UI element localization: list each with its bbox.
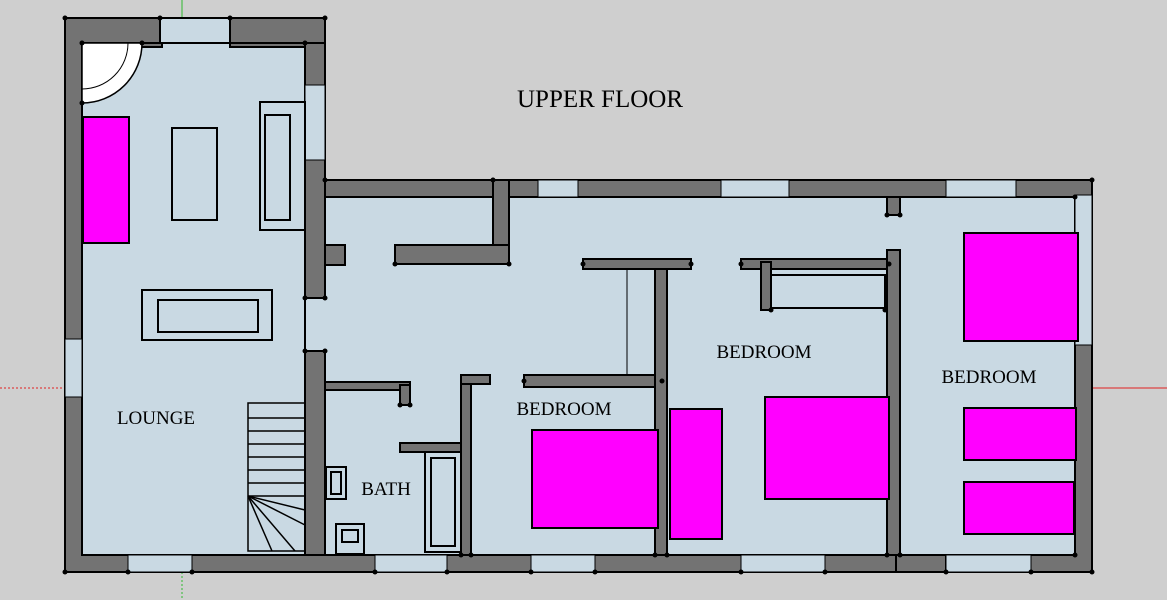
room-label-lounge: LOUNGE — [117, 408, 195, 429]
vertex-dot — [1089, 569, 1095, 575]
room-label-bath: BATH — [361, 479, 411, 500]
vertex-dot — [189, 569, 195, 575]
vertex-dot — [664, 552, 670, 558]
vertex-dot — [886, 261, 892, 267]
vertex-dot — [125, 569, 131, 575]
vertex-dot — [897, 212, 903, 218]
wardrobe-lines — [626, 269, 886, 375]
bedroom-c-bed — [963, 232, 1079, 342]
window-bath-south — [374, 554, 448, 573]
vertex-dot — [444, 569, 450, 575]
vertex-dot — [884, 552, 890, 558]
vertex-dots — [62, 15, 1095, 575]
vertex-dot — [62, 569, 68, 575]
vertex-dot — [580, 261, 586, 267]
toilet — [325, 466, 347, 500]
window-north-3 — [945, 179, 1017, 198]
window-north-2 — [720, 179, 790, 198]
vertex-dot — [884, 212, 890, 218]
vertex-dot — [882, 307, 888, 313]
vertex-dot — [397, 402, 403, 408]
lounge-furniture — [82, 101, 306, 341]
vertex-dot — [738, 261, 744, 267]
lounge-bench-inner — [157, 299, 259, 333]
vertex-dot — [227, 15, 233, 21]
vertex-dot — [659, 378, 665, 384]
vertex-dot — [302, 40, 308, 46]
window-bedroom-b-south — [740, 554, 826, 573]
vertex-dot — [157, 15, 163, 21]
bedroom-a-bed — [531, 429, 659, 529]
vertex-dot — [322, 295, 328, 301]
coffee-table — [171, 127, 218, 221]
lounge-cabinet-inner — [264, 114, 291, 221]
vertex-dot — [822, 569, 828, 575]
vertex-dot — [468, 552, 474, 558]
lounge-bench — [141, 289, 273, 341]
vertex-dot — [506, 261, 512, 267]
lounge-sofa — [82, 116, 130, 244]
vertex-dot — [79, 100, 85, 106]
vertex-dot — [322, 177, 328, 183]
vertex-dot — [768, 307, 774, 313]
vertex-dot — [1028, 569, 1034, 575]
beds — [531, 232, 1079, 540]
vertex-dot — [521, 378, 527, 384]
vertex-dot — [592, 569, 598, 575]
room-labels: UPPER FLOOR LOUNGE BATH BEDROOM BEDROOM … — [117, 86, 1037, 500]
bath-fixtures — [325, 451, 462, 555]
lounge-cabinet — [259, 101, 306, 231]
vertex-dot — [62, 15, 68, 21]
vertex-dot — [322, 15, 328, 21]
vertex-dot — [407, 402, 413, 408]
room-label-bedroom-c: BEDROOM — [941, 367, 1036, 388]
vertex-dot — [490, 177, 496, 183]
vertex-dot — [322, 348, 328, 354]
bathtub — [424, 451, 462, 553]
bedroom-c-bed-3 — [963, 481, 1075, 535]
window-bedroom-c-south — [945, 554, 1032, 573]
vertex-dot — [392, 261, 398, 267]
door-swing — [81, 42, 143, 104]
bedroom-a-top-wall — [523, 374, 663, 388]
vertex-dot — [139, 40, 145, 46]
vertex-dot — [528, 569, 534, 575]
vertex-dot — [1089, 177, 1095, 183]
plan-title: UPPER FLOOR — [517, 86, 683, 113]
vertex-dot — [688, 261, 694, 267]
bath-east-wall — [460, 374, 472, 556]
vertex-dot — [302, 348, 308, 354]
vertex-dot — [652, 552, 658, 558]
vertex-dot — [738, 569, 744, 575]
vertex-dot — [458, 552, 464, 558]
bedroom-c-bed-2 — [963, 407, 1077, 461]
window-lounge-west — [64, 338, 83, 398]
vertex-dot — [79, 40, 85, 46]
staircase — [247, 402, 306, 552]
vertex-dot — [943, 569, 949, 575]
room-label-bedroom-a: BEDROOM — [516, 399, 611, 420]
vertex-dot — [372, 569, 378, 575]
lounge-east-wall-lower — [304, 350, 326, 556]
vertex-dot — [302, 295, 308, 301]
window-bedroom-a-south — [530, 554, 596, 573]
windows — [64, 84, 1093, 573]
window-lounge-east — [304, 84, 326, 161]
bath-top-wall — [324, 381, 411, 391]
vertex-dot — [1072, 552, 1078, 558]
vertex-dot — [897, 552, 903, 558]
window-lounge-south — [127, 554, 193, 573]
vertex-dot — [1072, 194, 1078, 200]
basin — [335, 523, 365, 555]
bedroom-b-bed — [764, 396, 890, 500]
window-north-1 — [537, 179, 579, 198]
bedroom-a-single-bed — [669, 408, 723, 540]
room-label-bedroom-b: BEDROOM — [716, 342, 811, 363]
lounge-east-wall-upper — [304, 42, 326, 299]
